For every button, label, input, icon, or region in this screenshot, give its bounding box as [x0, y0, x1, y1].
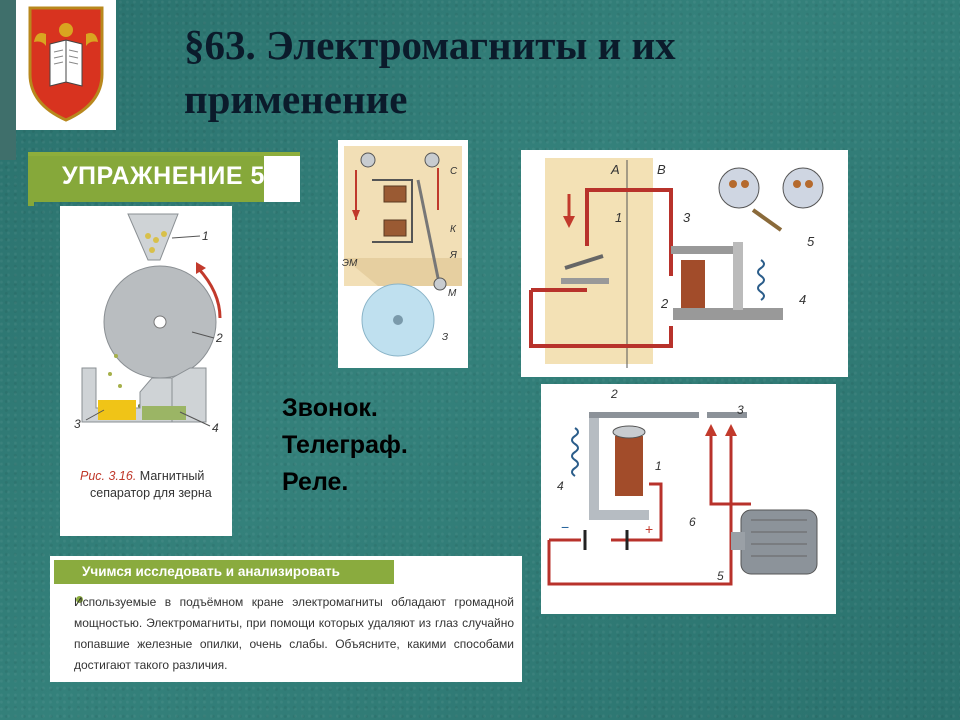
coat-of-arms-icon	[28, 6, 104, 122]
grain-separator-diagram: 1 2 3 4	[74, 213, 223, 435]
page-title: §63. Электромагниты и их применение	[184, 18, 904, 126]
title-line-2: применение	[184, 76, 408, 122]
task-text: Используемые в подъёмном кране электрома…	[74, 595, 514, 672]
telegraph-label-b: В	[657, 162, 666, 177]
separator-figure: 1 2 3 4 Рис. 3.16. Магнитный сепаратор д…	[60, 206, 232, 536]
application-telegraph: Телеграф.	[282, 431, 408, 459]
exercise-label: УПРАЖНЕНИЕ 51	[62, 162, 280, 190]
separator-label-4: 4	[212, 421, 219, 435]
exercise-stripe	[28, 152, 300, 156]
relay-figure: − + 2 3 1 4 6 5	[541, 384, 836, 614]
relay-label-4: 4	[557, 479, 564, 493]
bell-label-ya: Я	[449, 250, 457, 261]
bell-label-em: ЭМ	[342, 258, 358, 269]
relay-label-1: 1	[655, 459, 662, 473]
title-line-1: §63. Электромагниты и их	[184, 22, 676, 68]
applications-list: Звонок. Телеграф. Реле.	[282, 390, 408, 501]
telegraph-diagram: А В 3 1 2 4 5	[529, 158, 848, 368]
separator-label-2: 2	[215, 331, 223, 345]
task-box: Учимся исследовать и анализировать Испол…	[50, 556, 522, 682]
separator-label-1: 1	[202, 229, 209, 243]
exercise-corner	[28, 202, 34, 206]
emblem-logo	[16, 0, 116, 130]
telegraph-label-1: 1	[615, 210, 622, 225]
exercise-header: УПРАЖНЕНИЕ 51	[28, 152, 300, 206]
exercise-banner	[28, 156, 264, 202]
task-header-label: Учимся исследовать и анализировать	[82, 564, 340, 579]
application-relay: Реле.	[282, 468, 349, 496]
electric-bell-diagram: С К Я ЭМ М З	[342, 146, 462, 357]
bell-label-z: З	[442, 332, 448, 343]
relay-label-3: 3	[737, 403, 744, 417]
emblem-side-bar	[0, 0, 16, 160]
bell-label-m: М	[448, 288, 457, 299]
electric-bell-figure: С К Я ЭМ М З	[338, 140, 468, 368]
relay-diagram: − + 2 3 1 4 6 5	[547, 387, 818, 586]
telegraph-label-3: 3	[683, 210, 691, 225]
separator-label-3: 3	[74, 417, 81, 431]
relay-plus: +	[645, 521, 653, 537]
bell-label-k: К	[450, 224, 457, 235]
telegraph-label-4: 4	[799, 292, 806, 307]
telegraph-label-5: 5	[807, 234, 815, 249]
separator-caption-line-1: Рис. 3.16. Магнитный	[80, 469, 204, 483]
caption-text-1: Магнитный	[136, 469, 205, 483]
application-bell: Звонок.	[282, 394, 378, 422]
exercise-banner-end	[264, 156, 300, 202]
task-bullet-icon	[76, 596, 83, 603]
separator-caption-line-2: сепаратор для зерна	[90, 486, 212, 500]
relay-label-2: 2	[610, 387, 618, 401]
task-header: Учимся исследовать и анализировать	[54, 560, 394, 584]
telegraph-label-2: 2	[660, 296, 669, 311]
relay-label-6: 6	[689, 515, 696, 529]
relay-minus: −	[561, 519, 569, 535]
relay-label-5: 5	[717, 569, 724, 583]
telegraph-label-a: А	[610, 162, 620, 177]
bell-label-c: С	[450, 166, 458, 177]
figure-number: Рис. 3.16.	[80, 469, 137, 483]
telegraph-figure: А В 3 1 2 4 5	[521, 150, 848, 377]
